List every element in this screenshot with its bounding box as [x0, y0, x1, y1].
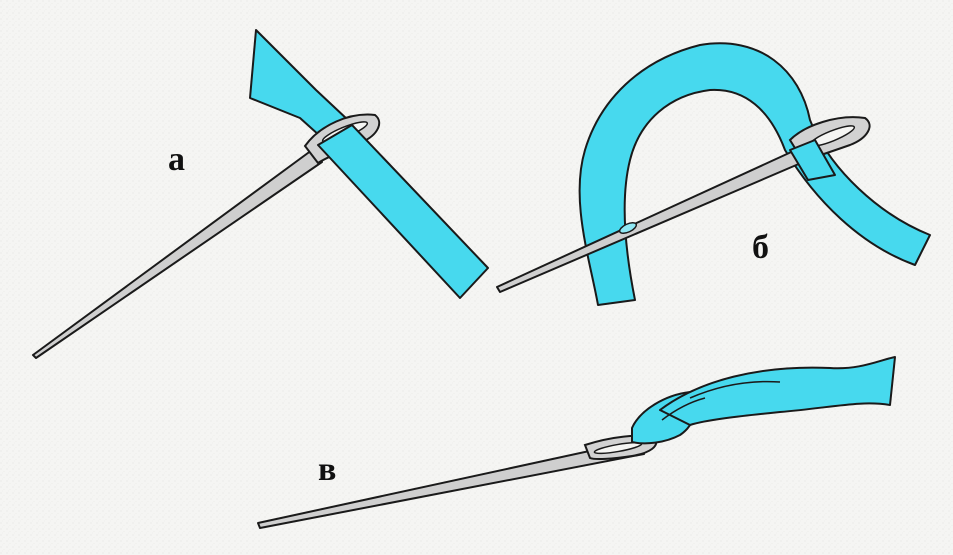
- panel-label-v: в: [318, 451, 336, 488]
- panel-label-a: а: [168, 141, 185, 178]
- panel-label-b: б: [752, 229, 769, 266]
